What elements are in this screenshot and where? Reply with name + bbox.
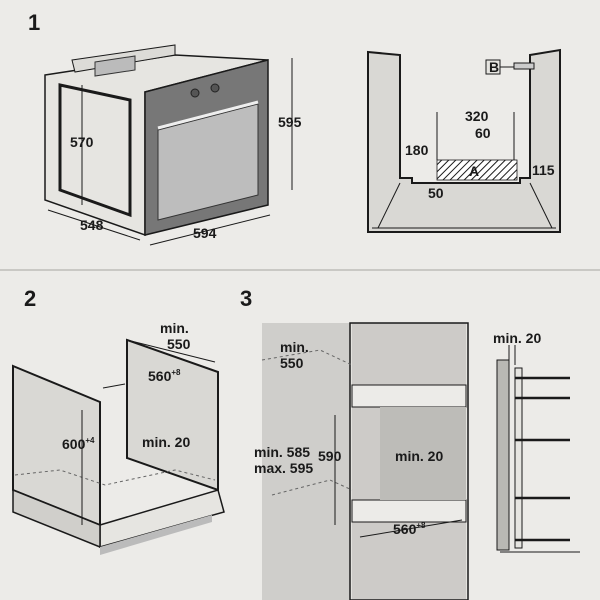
label-b: B: [489, 59, 499, 75]
fig3-niche-max: max. 595: [254, 460, 313, 476]
fig3-gap: min. 20: [395, 448, 443, 464]
fig3-width-label: 560+8: [393, 521, 426, 537]
fig2-gap-label: min. 20: [142, 434, 190, 450]
dim-115: 115: [532, 162, 555, 178]
section-number-2: 2: [24, 286, 36, 311]
fig3-depth-value: 550: [280, 355, 304, 371]
fig3-oven-height: 590: [318, 448, 342, 464]
fig2-depth-min: min.: [160, 320, 189, 336]
fig3-depth-min: min.: [280, 339, 309, 355]
fig2-height-label: 600+4: [62, 436, 95, 452]
fig3-niche-min: min. 585: [254, 444, 310, 460]
section-number-1: 1: [28, 10, 40, 35]
side-section: [496, 345, 580, 553]
oven-side-width-label: 548: [80, 217, 104, 233]
oven-front-width-label: 594: [193, 225, 217, 241]
dim-50: 50: [428, 185, 444, 201]
cabinet-top-view: [367, 48, 561, 233]
oven-dimension-lines: [47, 58, 293, 246]
oven-depth-label: 570: [70, 134, 94, 150]
oven-drawing: [44, 44, 269, 237]
fig2-depth-value: 550: [167, 336, 191, 352]
oven-height-label: 595: [278, 114, 302, 130]
label-a: A: [469, 163, 479, 179]
section-number-3: 3: [240, 286, 252, 311]
tall-cabinet: [261, 322, 469, 600]
fig2-width-label: 560+8: [148, 368, 181, 384]
dim-320: 320: [465, 108, 489, 124]
fig3-side-gap: min. 20: [493, 330, 541, 346]
dim-180: 180: [405, 142, 429, 158]
undercounter-cabinet: [12, 338, 225, 555]
dim-60: 60: [475, 125, 491, 141]
